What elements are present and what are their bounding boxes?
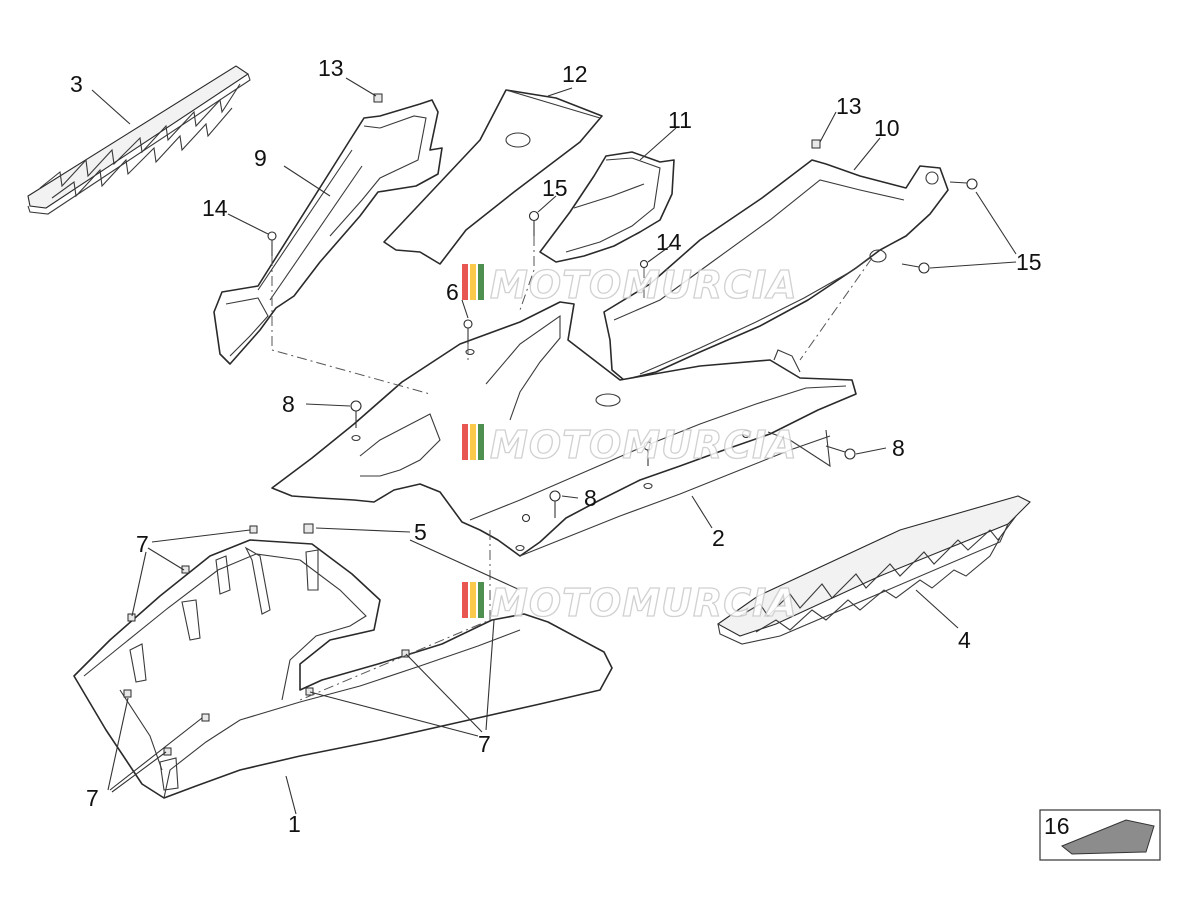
- watermark-stripe: [470, 424, 476, 460]
- callout-12: 12: [562, 61, 588, 87]
- watermark-stripe: [478, 582, 484, 618]
- fasteners: [267, 178, 978, 523]
- watermark-text: MOTOMURCIA: [490, 581, 798, 625]
- part-1-lower-shield: [73, 539, 613, 799]
- screw-14-right: [639, 259, 649, 269]
- watermark-stripe: [478, 424, 484, 460]
- watermark-bottom: MOTOMURCIA: [462, 580, 798, 626]
- watermark-middle: MOTOMURCIA: [462, 422, 798, 468]
- screw-8-right: [825, 445, 856, 460]
- screw-misc: [521, 429, 751, 523]
- part-11-storage-tray: [539, 151, 675, 263]
- leader-lines: [91, 77, 1017, 815]
- callout-1: 1: [288, 811, 301, 837]
- callout-9: 9: [254, 145, 267, 171]
- watermark-text: MOTOMURCIA: [490, 423, 798, 467]
- callout-6: 6: [446, 279, 459, 305]
- watermark-top: MOTOMURCIA: [462, 262, 798, 308]
- clip-7: [401, 649, 410, 658]
- part-3-footrest-strip: [27, 65, 251, 215]
- inset-16-mat: 16: [1039, 809, 1161, 861]
- part-4-footrest-strip: [716, 495, 1031, 645]
- clip-7: [181, 565, 190, 574]
- rubber-mat-icon: [1061, 819, 1155, 855]
- clip-7: [201, 713, 210, 722]
- clip-7: [123, 689, 132, 698]
- screw-15-b: [901, 262, 930, 274]
- clips: [123, 93, 821, 756]
- callout-3: 3: [70, 71, 83, 97]
- clip-7: [163, 747, 172, 756]
- callout-14: 14: [656, 229, 682, 255]
- screw-14-left: [267, 231, 277, 256]
- callout-11: 11: [668, 107, 692, 133]
- part-10-right-side-panel: [603, 159, 949, 381]
- clip-13-right: [811, 139, 821, 149]
- clip-7: [249, 525, 258, 534]
- screw-15-a: [949, 178, 978, 190]
- screw-8-left: [350, 400, 362, 428]
- clip-5: [303, 523, 314, 534]
- callout-7: 7: [478, 731, 491, 757]
- watermark-stripe: [478, 264, 484, 300]
- callout-8: 8: [282, 391, 295, 417]
- callout-numbers: 3 13 9 14 12 11 15 13 10 14 15 6 8 8 8 2…: [70, 55, 1042, 837]
- watermark-stripe: [470, 582, 476, 618]
- callout-5: 5: [414, 519, 427, 545]
- callout-7: 7: [86, 785, 99, 811]
- callout-13: 13: [318, 55, 344, 81]
- watermark-stripe: [462, 424, 468, 460]
- watermark-stripe: [470, 264, 476, 300]
- watermark-stripe: [462, 582, 468, 618]
- callout-4: 4: [958, 627, 971, 653]
- clip-7: [305, 687, 314, 696]
- part-9-left-inner-panel: [213, 99, 443, 365]
- callout-13: 13: [836, 93, 862, 119]
- clip-7: [127, 613, 136, 622]
- callout-2: 2: [712, 525, 725, 551]
- part-12-tunnel-cover: [383, 89, 603, 265]
- callout-7: 7: [136, 531, 149, 557]
- watermark-stripe: [462, 264, 468, 300]
- clip-13-left: [373, 93, 383, 103]
- callout-8: 8: [892, 435, 905, 461]
- assembly-lines: [271, 236, 873, 701]
- screw-8-centre: [549, 490, 561, 518]
- callout-8: 8: [584, 485, 597, 511]
- callout-14: 14: [202, 195, 228, 221]
- callout-15: 15: [1016, 249, 1042, 275]
- screw-15-tray: [528, 210, 540, 236]
- screw-6: [463, 319, 473, 344]
- callout-16: 16: [1044, 813, 1070, 839]
- watermark-text: MOTOMURCIA: [490, 263, 798, 307]
- callout-10: 10: [874, 115, 900, 141]
- callout-15: 15: [542, 175, 568, 201]
- part-2-floor-frame: [271, 301, 857, 557]
